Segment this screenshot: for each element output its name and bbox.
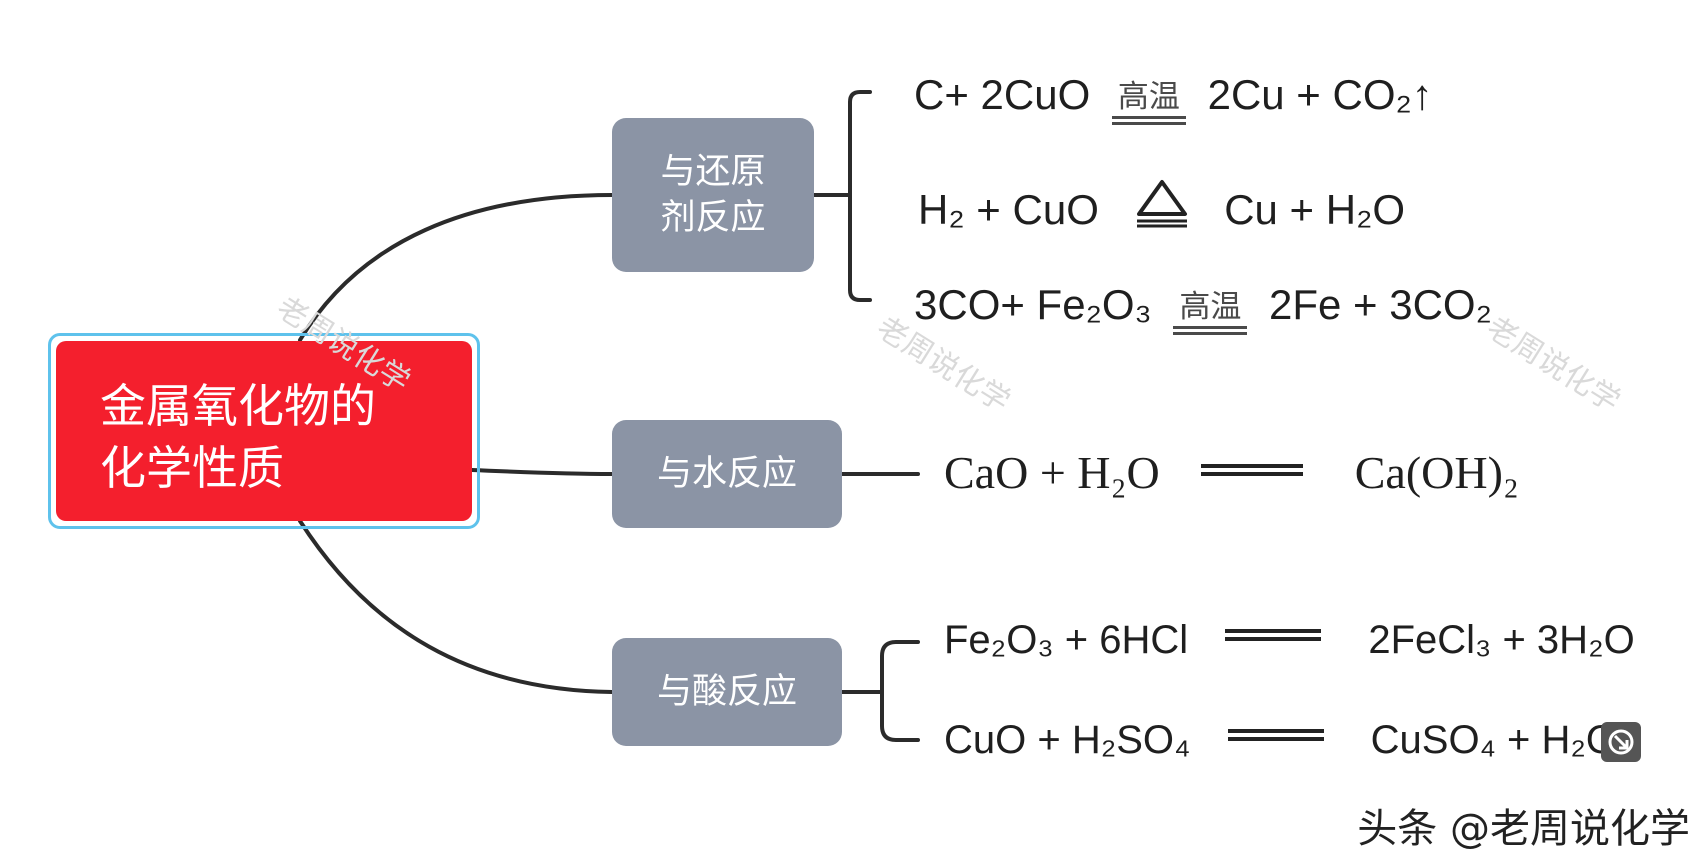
branch-acid-label: 与酸反应 [656, 672, 797, 712]
equation-right: Ca(OH)₂ [1354, 447, 1519, 498]
root-node-outline [48, 333, 480, 529]
equation-right: 2FeCl₃ + 3H₂O [1368, 618, 1635, 662]
equation-left: C+ 2CuO [914, 71, 1091, 118]
bracket-acid [880, 640, 920, 742]
equation-right: CuSO₄ + H₂O [1370, 718, 1617, 762]
equation-left: H₂ + CuO [918, 186, 1099, 233]
equation-left: CaO + H₂O [944, 447, 1160, 498]
equation-cao-h2o: CaO + H₂O Ca(OH)₂ [944, 450, 1519, 496]
equation-right: Cu + H₂O [1224, 186, 1406, 233]
equals-sign [1225, 629, 1322, 641]
connector-root-to-reduce [298, 193, 614, 342]
root-title-line1: 金属氧化物的 [100, 379, 376, 433]
expand-arrow-icon[interactable] [1601, 722, 1641, 762]
equation-c-cuo: C+ 2CuO 高温 2Cu + CO₂↑ [914, 74, 1433, 127]
equation-fe2o3-hcl: Fe₂O₃ + 6HCl 2FeCl₃ + 3H₂O [944, 620, 1635, 660]
heat-triangle-icon [1133, 178, 1191, 235]
equation-cuo-h2so4: CuO + H₂SO₄ CuSO₄ + H₂O [944, 720, 1617, 760]
equation-right: 2Cu + CO₂↑ [1207, 71, 1433, 118]
branch-acid[interactable]: 与酸反应 [612, 638, 842, 746]
branch-water[interactable]: 与水反应 [612, 420, 842, 528]
author-credit: 头条 @老周说化学 [1357, 806, 1690, 852]
connector-root-to-water [470, 468, 614, 476]
root-title-line2: 化学性质 [100, 441, 284, 495]
condition-high-temp: 高温 [1111, 82, 1186, 127]
equation-right: 2Fe + 3CO₂ [1269, 281, 1492, 328]
equals-sign [1201, 464, 1304, 476]
equals-sign [1227, 729, 1324, 741]
branch-reduce-line2: 剂反应 [660, 198, 766, 238]
branch-reduce-line1: 与还原 [660, 152, 766, 192]
bracket-reduce [848, 90, 872, 302]
equation-left: CuO + H₂SO₄ [944, 718, 1191, 762]
equation-left: 3CO+ Fe₂O₃ [914, 281, 1152, 328]
branch-reducing-agent[interactable]: 与还原 剂反应 [612, 118, 814, 272]
branch-water-label: 与水反应 [656, 454, 797, 494]
equation-left: Fe₂O₃ + 6HCl [944, 618, 1189, 662]
root-node[interactable]: 金属氧化物的 化学性质 [56, 341, 472, 521]
connector-root-to-acid [298, 519, 614, 694]
equation-co-fe2o3: 3CO+ Fe₂O₃ 高温 2Fe + 3CO₂ [914, 284, 1492, 337]
equation-h2-cuo: H₂ + CuO Cu + H₂O [918, 178, 1405, 235]
condition-high-temp: 高温 [1173, 292, 1248, 337]
